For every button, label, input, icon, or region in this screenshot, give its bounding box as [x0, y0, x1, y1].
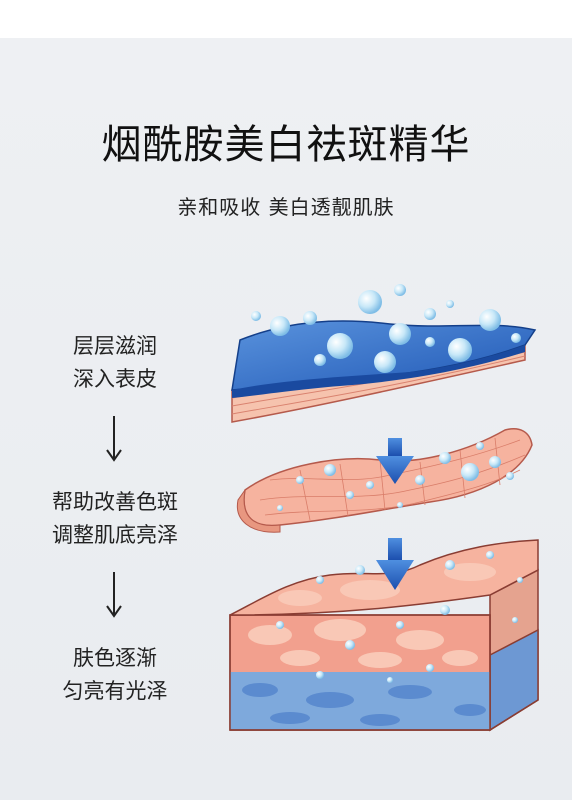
- arrow-down-icon: [106, 572, 122, 618]
- step-2-line-1: 帮助改善色斑: [52, 490, 178, 514]
- step-2: 帮助改善色斑 调整肌底亮泽: [20, 486, 210, 552]
- step-1-line-2: 深入表皮: [73, 367, 157, 391]
- page-subtitle: 亲和吸收 美白透靓肌肤: [177, 195, 395, 219]
- step-1-line-1: 层层滋润: [73, 334, 157, 358]
- step-1: 层层滋润 深入表皮: [20, 330, 210, 396]
- droplets-middle: [277, 442, 514, 511]
- blue-arrow-down-icon: [376, 438, 414, 484]
- arrow-down-icon: [106, 416, 122, 462]
- droplets-bottom: [276, 551, 523, 683]
- skin-block: [229, 539, 539, 732]
- step-3: 肤色逐渐 匀亮有光泽: [20, 642, 210, 708]
- step-3-line-2: 匀亮有光泽: [62, 679, 168, 703]
- skin-layers-illustration: [229, 284, 539, 732]
- droplets-top: [251, 284, 521, 373]
- step-2-line-2: 调整肌底亮泽: [52, 523, 178, 547]
- middle-skin-sheet: [236, 428, 533, 533]
- page-title: 烟酰胺美白祛斑精华: [101, 122, 471, 168]
- step-3-line-1: 肤色逐渐: [73, 646, 157, 670]
- blue-arrow-down-icon: [376, 538, 414, 590]
